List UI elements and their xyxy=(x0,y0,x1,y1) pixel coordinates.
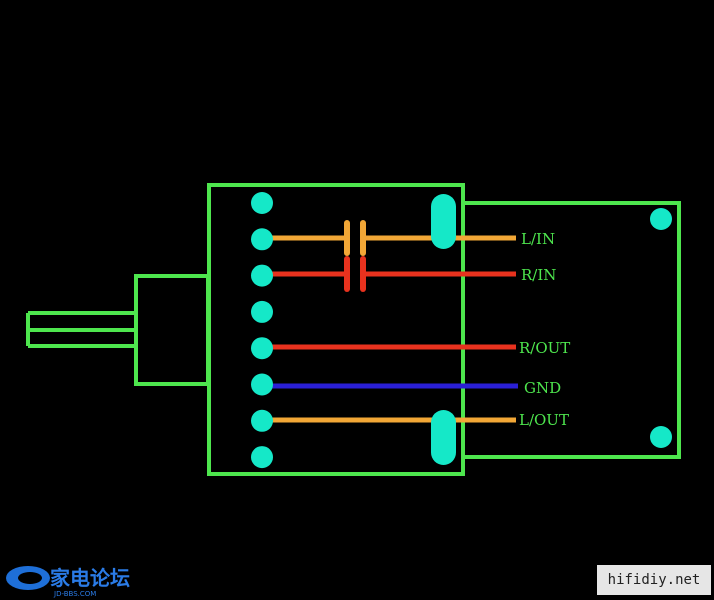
wires xyxy=(262,235,518,423)
pin-pad xyxy=(251,337,273,360)
pin-pad xyxy=(251,409,273,432)
rear-housing xyxy=(461,201,681,459)
site-watermark: hifidiy.net xyxy=(597,565,711,595)
pin-pad xyxy=(251,228,273,251)
label-r-out: R/OUT xyxy=(519,339,570,357)
pins xyxy=(251,192,273,469)
shaft xyxy=(26,311,138,348)
rear-pad-bottom xyxy=(650,426,672,448)
mounting-slot-top xyxy=(431,194,456,249)
pin-pad xyxy=(251,300,273,323)
logo-sub: JD-BBS.COM xyxy=(53,590,96,598)
label-l-out: L/OUT xyxy=(519,411,569,429)
bushing xyxy=(134,274,210,386)
logo-text: 家电论坛 xyxy=(50,566,130,590)
capacitor-gap xyxy=(350,234,360,242)
label-r-in: R/IN xyxy=(521,266,556,284)
pin-pad xyxy=(251,264,273,287)
pot-body xyxy=(207,183,465,476)
mounting-slot-bottom xyxy=(431,410,456,465)
forum-logo: 家电论坛 JD-BBS.COM xyxy=(6,566,130,598)
pin-pad xyxy=(251,192,273,214)
logo-swoosh-inner-icon xyxy=(18,572,42,584)
pin-pad xyxy=(251,446,273,469)
label-gnd: GND xyxy=(524,379,561,397)
rear-pad-top xyxy=(650,208,672,230)
capacitors xyxy=(344,220,366,292)
capacitor-gap xyxy=(350,270,360,278)
pin-pad xyxy=(251,373,273,396)
label-l-in: L/IN xyxy=(521,230,555,248)
